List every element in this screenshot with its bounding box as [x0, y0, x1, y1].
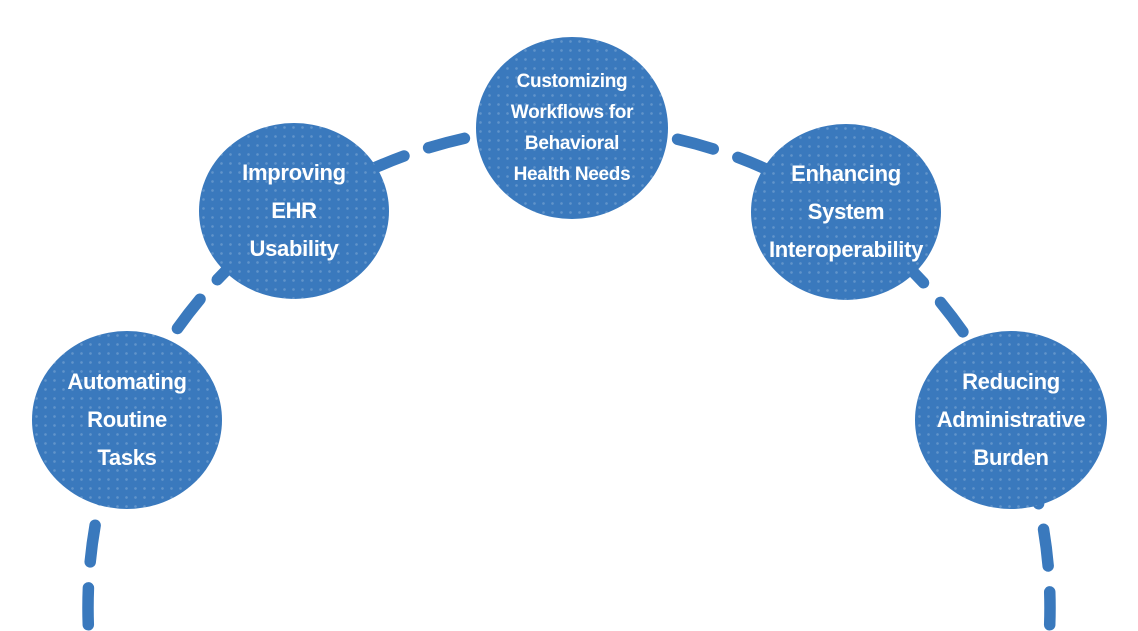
node-label-line: Administrative — [936, 407, 1086, 432]
node-label-line: Burden — [973, 445, 1049, 470]
node-label-line: Automating — [67, 369, 187, 394]
node-label-line: System — [807, 199, 885, 224]
node-label-line: Usability — [249, 236, 339, 261]
node-enhancing-system-interoperability: Enhancing System Interoperability — [751, 124, 941, 300]
node-label-line: Customizing — [516, 71, 628, 92]
node-label-line: Workflows for — [510, 102, 634, 123]
node-label-line: Tasks — [97, 445, 157, 470]
node-label-line: Health Needs — [513, 164, 631, 185]
node-label-line: Improving — [242, 160, 346, 185]
node-label-line: Interoperability — [768, 237, 924, 262]
node-label-line: Reducing — [962, 369, 1060, 394]
node-reducing-administrative-burden: Reducing Administrative Burden — [915, 331, 1107, 509]
node-customizing-workflows-behavioral-health: Customizing Workflows for Behavioral Hea… — [476, 37, 668, 219]
node-label-line: Behavioral — [524, 133, 620, 154]
node-label-line: Enhancing — [791, 161, 901, 186]
node-automating-routine-tasks: Automating Routine Tasks — [32, 331, 222, 509]
node-label-line: EHR — [271, 198, 317, 223]
node-improving-ehr-usability: Improving EHR Usability — [199, 123, 389, 299]
node-label-line: Routine — [87, 407, 167, 432]
